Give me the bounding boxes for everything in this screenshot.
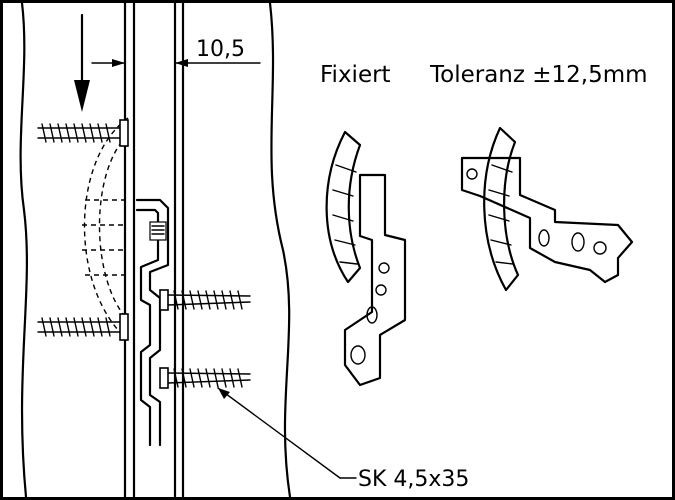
screw-top — [37, 119, 129, 147]
hanger-bracket-profile — [135, 198, 170, 447]
screw-spec-callout: SK 4,5x35 — [217, 387, 469, 492]
tolerance-caption: Toleranz ±12,5mm — [429, 62, 648, 88]
break-line-left — [19, 1, 29, 499]
mounting-direction-arrow — [74, 13, 90, 112]
dimension-label: 10,5 — [196, 37, 245, 62]
break-line-right — [268, 1, 292, 499]
cabinet-side-section — [19, 1, 292, 499]
screw-wall-lower — [159, 367, 251, 389]
tolerance-bracket-illustration — [460, 126, 634, 292]
screw-spec-label: SK 4,5x35 — [358, 467, 469, 492]
screw-wall-upper — [159, 289, 251, 311]
dimension-marker: 10,5 — [91, 37, 261, 67]
screw-bottom-left — [37, 313, 129, 341]
fixed-caption: Fixiert — [320, 62, 391, 88]
fixed-bracket-illustration — [325, 130, 407, 387]
